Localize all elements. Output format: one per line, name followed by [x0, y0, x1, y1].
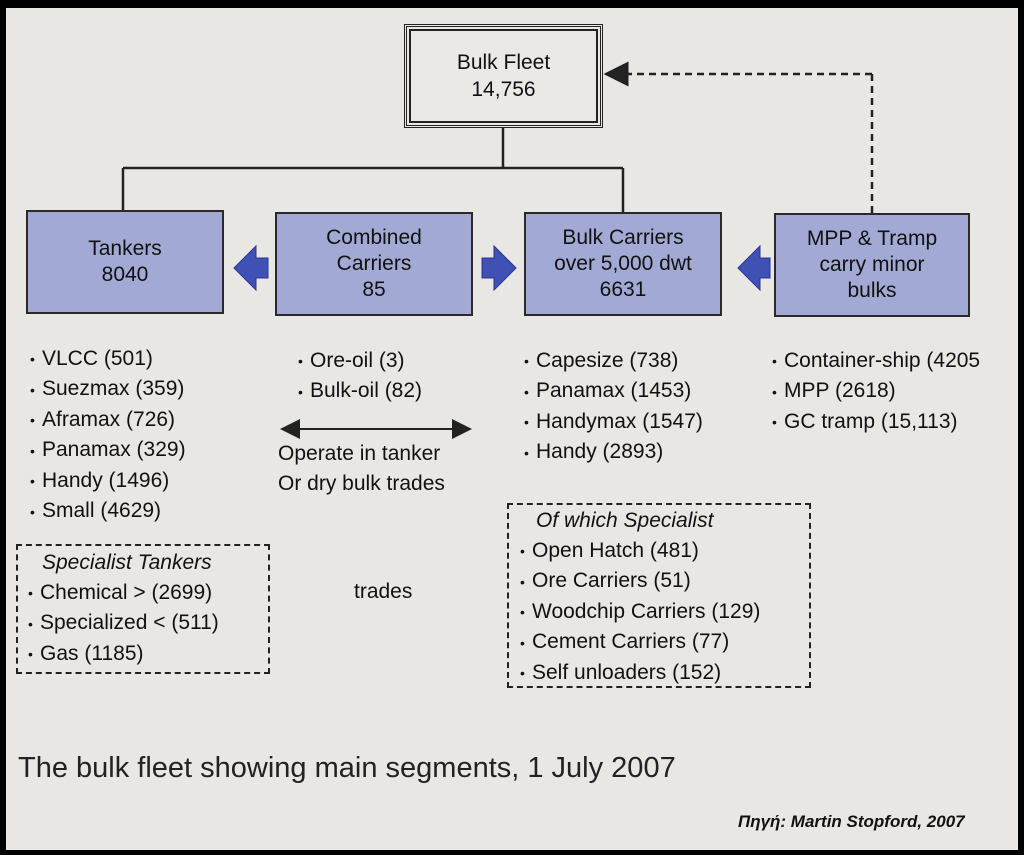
specialist-bulk-title: Of which Specialist — [536, 509, 714, 532]
specialist-tankers-list: Specialist Tankers •Chemical > (2699) •S… — [28, 548, 219, 669]
tankers-box: Tankers 8040 — [26, 210, 224, 314]
list-item: •Handy (1496) — [30, 468, 170, 492]
figure-caption: The bulk fleet showing main segments, 1 … — [18, 752, 676, 784]
list-item: •Chemical > (2699) — [28, 581, 213, 604]
list-item: •Capesize (738) — [524, 349, 679, 372]
bulk-fleet-value: 14,756 — [471, 78, 536, 101]
list-item: •GC tramp (15,113) — [772, 409, 958, 433]
arrow-left-to-tankers — [233, 244, 269, 292]
specialist-tankers-box — [16, 544, 270, 674]
tankers-value: 8040 — [101, 263, 149, 286]
bulk-fleet-box: Bulk Fleet 14,756 — [404, 24, 603, 128]
list-item: •Panamax (1453) — [524, 379, 692, 403]
arrow-right-to-bulk — [481, 244, 517, 292]
source-credit: Πηγή: Martin Stopford, 2007 — [738, 812, 965, 831]
diagram-page — [6, 8, 1018, 850]
bulk-value: 6631 — [599, 278, 647, 302]
list-item: •Ore Carriers (51) — [520, 569, 691, 593]
combined-note-2: Or dry bulk trades — [278, 472, 445, 495]
bulk-fleet-title: Bulk Fleet — [456, 50, 551, 74]
mpp-tramp-box: MPP & Tramp carry minor bulks — [774, 213, 970, 317]
mpp-label-3: bulks — [847, 279, 897, 303]
list-item: •Handy (2893) — [524, 440, 664, 464]
list-item: •Woodchip Carriers (129) — [520, 599, 761, 623]
combined-carriers-box: Combined Carriers 85 — [275, 212, 473, 316]
list-item: •MPP (2618) — [772, 379, 896, 403]
bulk-label-1: Bulk Carriers — [562, 225, 684, 249]
tankers-label: Tankers — [88, 236, 162, 260]
list-item: •Small (4629) — [30, 499, 162, 523]
combined-value: 85 — [362, 278, 386, 302]
combined-label-2: Carriers — [336, 251, 412, 275]
combined-types-list: •Ore-oil (3) •Bulk-oil (82) — [298, 346, 422, 407]
list-item: •Bulk-oil (82) — [298, 379, 423, 403]
list-item: •Cement Carriers (77) — [520, 630, 730, 654]
list-item: •Gas (1185) — [28, 641, 144, 665]
bulk-carriers-box: Bulk Carriers over 5,000 dwt 6631 — [524, 212, 722, 316]
list-item: •Open Hatch (481) — [520, 539, 699, 562]
list-item: •Specialized < (511) — [28, 611, 219, 635]
list-item: •Container-ship (4205 — [772, 349, 981, 372]
list-item: •Handymax (1547) — [524, 409, 703, 433]
bulk-types-list: •Capesize (738) •Panamax (1453) •Handyma… — [524, 346, 703, 468]
list-item: •Self unloaders (152) — [520, 660, 722, 684]
list-item: •Suezmax (359) — [30, 377, 185, 401]
mpp-label-2: carry minor — [819, 252, 925, 276]
list-item: •VLCC (501) — [30, 347, 153, 370]
mpp-label-1: MPP & Tramp — [806, 226, 938, 250]
combined-label-1: Combined — [326, 225, 422, 249]
list-item: •Aframax (726) — [30, 407, 176, 431]
specialist-tankers-title: Specialist Tankers — [42, 551, 212, 574]
specialist-bulk-list: Of which Specialist •Open Hatch (481) •O… — [520, 506, 760, 688]
specialist-bulk-box — [507, 503, 811, 688]
mpp-feedback-arrow — [603, 61, 874, 213]
tanker-types-list: •VLCC (501) •Suezmax (359) •Aframax (726… — [30, 344, 186, 527]
arrow-left-from-mpp — [737, 244, 771, 292]
combined-note-1: Operate in tanker — [278, 442, 441, 465]
trades-label: trades — [354, 580, 413, 603]
bulk-label-2: over 5,000 dwt — [554, 251, 692, 275]
list-item: •Ore-oil (3) — [298, 349, 405, 372]
list-item: •Panamax (329) — [30, 438, 186, 462]
mpp-types-list: •Container-ship (4205 •MPP (2618) •GC tr… — [772, 346, 1016, 437]
